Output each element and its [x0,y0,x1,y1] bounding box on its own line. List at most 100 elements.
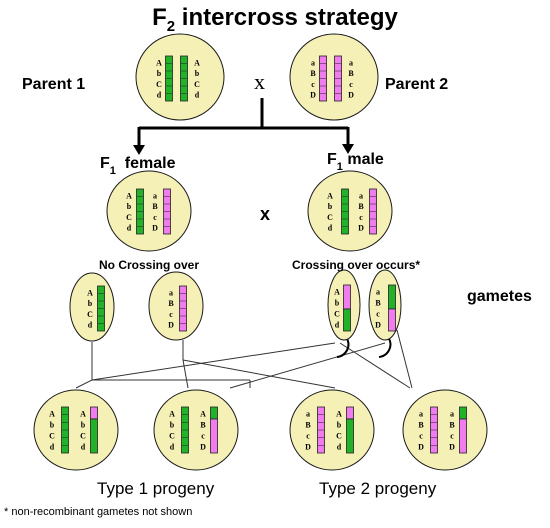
gamete-4-allele: D [375,321,381,330]
gamete-2-cell-membrane [148,271,204,341]
parent1-right-allele: A [194,58,200,67]
progeny-4-chromosome-right-top [459,406,467,420]
f1-female-left-allele: d [127,224,132,233]
gamete-connector-5 [182,359,336,389]
progeny-4-left-allele: B [418,421,424,430]
gamete-2-allele: a [169,288,173,297]
f1-female-right-allele: B [152,202,158,211]
no-crossing-label: No Crossing over [99,258,200,272]
parent2-left-allele: B [310,69,316,78]
gamete-connector-3 [75,379,93,389]
gamete-1-allele: b [88,299,93,308]
progeny-4-right-allele: a [450,410,454,419]
progeny-4-left-allele: c [419,432,423,441]
f1-female-label: F1 female [100,155,176,177]
gamete-connector-7 [91,342,336,381]
f1-male-label: F1 male [327,151,384,173]
gamete-3-allele: C [334,310,340,319]
arrow-left-head [133,145,145,155]
parent1-left-allele: b [157,69,162,78]
parent2-right-allele: c [349,80,353,89]
gamete-2-allele: c [169,310,173,319]
gametes-label: gametes [467,288,532,305]
parent1-left-allele: d [157,91,162,100]
progeny-4-right-allele: D [449,443,455,452]
progeny-3-chromosome-right-top [346,406,354,420]
f1-male-cell-membrane [307,170,393,252]
progeny-4-cell-membrane [402,389,488,471]
f1-female-cell-membrane [106,170,192,252]
progeny-3-cell-membrane [289,389,375,471]
gamete-connector-10 [339,342,411,389]
progeny-1-left-allele: b [50,421,55,430]
progeny-3-right-allele: A [336,410,342,419]
f1-female-right-allele: a [153,191,157,200]
parent2-right-allele: D [348,91,354,100]
gamete-4-allele: a [376,288,380,297]
parent2-right-allele: a [349,58,353,67]
f1-male-right-allele: a [359,191,363,200]
progeny-1-cell-membrane [33,389,119,471]
f1-female-left-allele: b [127,202,132,211]
progeny-3-left-allele: D [305,443,311,452]
gamete-1-allele: d [88,321,93,330]
parent2-left-allele: c [311,80,315,89]
progeny-2-left-allele: A [169,410,175,419]
progeny-2-left-allele: d [170,443,175,452]
progeny-3-right-allele: b [337,421,342,430]
progeny-4-left-allele: a [419,410,423,419]
progeny-3-right-allele: C [336,432,342,441]
parent2-left-allele: D [310,91,316,100]
progeny-1-right-allele: b [81,421,86,430]
progeny-3-left-allele: c [306,432,310,441]
gamete-4-allele: c [376,310,380,319]
progeny-3-left-allele: B [305,421,311,430]
cross-symbol-top: x [254,69,265,94]
f1-female-left-allele: A [126,191,132,200]
progeny-1-chromosome-right-bottom [90,418,98,454]
progeny-1-chromosome-right-top [90,406,98,420]
progeny-2-chromosome-right-top [210,406,218,420]
progeny-3-chromosome-right-bottom [346,418,354,454]
progeny-1-left-allele: A [49,410,55,419]
gamete-1-allele: A [87,288,93,297]
connector-lines [75,98,413,389]
f1-male-right-allele: D [358,224,364,233]
parent1-label: Parent 1 [22,76,86,93]
crossing-label: Crossing over occurs* [292,258,421,272]
f1-male-right-allele: c [359,213,363,222]
progeny-2-cell-membrane [153,389,239,471]
f1-male-left-allele: b [328,202,333,211]
f1-female-left-allele: C [126,213,132,222]
parent2-left-allele: a [311,58,315,67]
parent2-label: Parent 2 [385,76,449,93]
cross-symbol-mid: x [260,204,271,224]
f1-male-right-allele: B [358,202,364,211]
parent1-right-allele: d [195,91,200,100]
gamete-4-chromosome-pink [388,308,396,332]
progeny-3-right-allele: d [337,443,342,452]
progeny-1-left-allele: C [49,432,55,441]
progeny-4-chromosome-right-bottom [459,418,467,454]
gamete-3-chromosome-green [343,308,351,332]
gamete-connector-9 [396,329,413,389]
gamete-connector-8 [229,342,386,389]
parent1-cell-membrane [135,33,225,121]
f1-female-right-allele: c [153,213,157,222]
gamete-3-allele: b [335,299,340,308]
gamete-1-allele: C [87,310,93,319]
gamete-4-chromosome-green [388,284,396,310]
progeny-1-right-allele: C [80,432,86,441]
gamete-2-allele: B [168,299,174,308]
gamete-4-allele: B [375,299,381,308]
f1-male-left-allele: d [328,224,333,233]
gamete-2-allele: D [168,321,174,330]
parent1-right-allele: C [194,80,200,89]
